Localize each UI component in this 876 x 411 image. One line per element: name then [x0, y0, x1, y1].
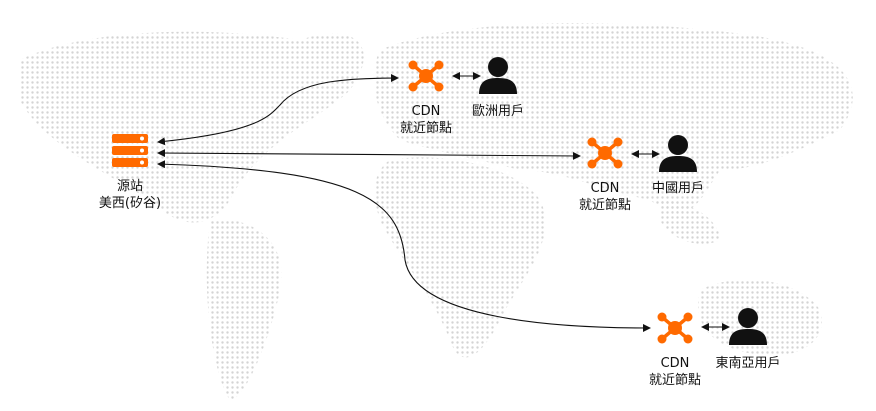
origin-server-icon — [112, 134, 148, 167]
cdn-node-icon — [655, 310, 695, 346]
cdn-label-line1: CDN — [660, 356, 690, 371]
cdn-label-line2: 就近節點 — [399, 121, 453, 136]
origin-label: 源站 美西(矽谷) — [99, 178, 161, 212]
origin-label-line2: 美西(矽谷) — [98, 196, 162, 211]
cdn-label-line2: 就近節點 — [578, 198, 632, 213]
user-label-sea: 東南亞用戶 — [715, 356, 781, 371]
cdn-label-sea: CDN 就近節點 — [649, 355, 701, 389]
cdn-label-europe: CDN 就近節點 — [400, 103, 452, 137]
arrow-origin-china — [157, 149, 581, 160]
cdn-label-line1: CDN — [411, 104, 441, 119]
cdn-label-china: CDN 就近節點 — [579, 180, 631, 214]
arrow-origin-sea — [157, 160, 651, 332]
user-label-china: 中國用戶 — [651, 181, 705, 196]
user-label-europe: 歐洲用戶 — [471, 104, 525, 119]
cdn-label-line2: 就近節點 — [648, 373, 702, 388]
arrow-origin-europe — [157, 74, 399, 146]
origin-label-line1: 源站 — [116, 179, 143, 194]
cdn-label-line1: CDN — [590, 181, 620, 196]
